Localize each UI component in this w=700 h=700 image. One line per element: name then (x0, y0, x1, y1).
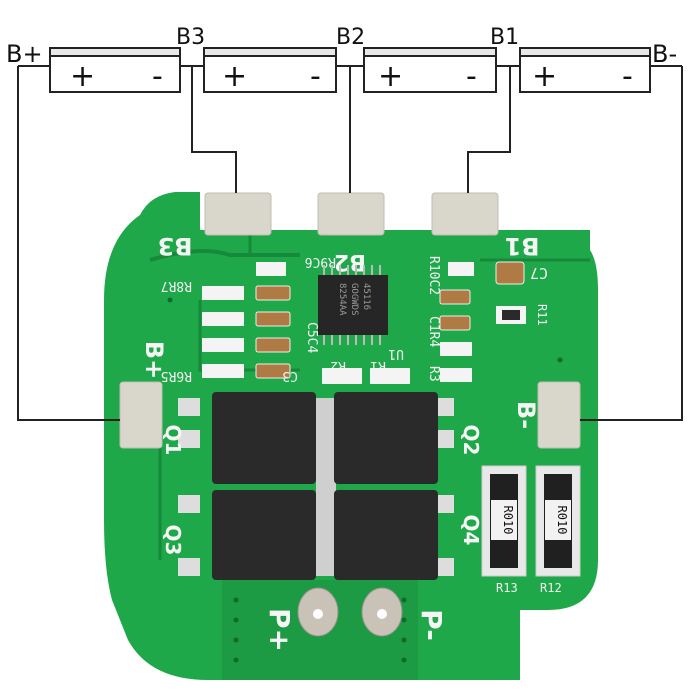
cell-3-minus: - (466, 59, 477, 94)
mosfet-q4 (334, 490, 438, 580)
pcb-vias (167, 297, 563, 663)
wire-bminus (580, 66, 683, 421)
cell-1-plus: + (70, 59, 95, 94)
wire-bplus (17, 66, 120, 421)
protection-ic (318, 265, 388, 345)
capacitor-c7 (495, 261, 525, 285)
ic-marking-3: 45116 (361, 283, 371, 310)
shunt-marking-1: R010 (501, 506, 515, 535)
smd-right (439, 261, 526, 382)
silk-r2: R2 (330, 358, 346, 373)
cell-4-plus: + (532, 59, 557, 94)
resistor (202, 286, 244, 300)
silk-r10c2: R10C2 (426, 256, 441, 295)
balance-pads (204, 192, 499, 236)
cell-2-minus: - (310, 59, 321, 94)
capacitor (255, 337, 291, 353)
cell-3-plus: + (378, 59, 403, 94)
cell-2-plus: + (222, 59, 247, 94)
pad-bplus[interactable] (119, 381, 163, 449)
silk-b2: B2 (334, 249, 366, 274)
mosfet-q3 (212, 490, 316, 580)
silk-r8r7: R8R7 (161, 278, 192, 293)
pad-b3[interactable] (204, 192, 272, 236)
silk-p-minus: P- (415, 609, 448, 641)
pad-b1[interactable] (431, 192, 499, 236)
terminal-b3: B3 (176, 25, 205, 50)
silk-b3: B3 (158, 232, 193, 260)
cell-4-minus: - (622, 59, 633, 94)
pad-b2[interactable] (317, 192, 385, 236)
pad-bminus[interactable] (537, 381, 581, 449)
resistor (202, 364, 244, 378)
resistor (256, 262, 286, 276)
mosfet-q1 (212, 392, 316, 484)
pcb-trace (149, 249, 300, 262)
mosfet-q2 (334, 392, 438, 484)
ic-marking-1: 8254AA (337, 283, 347, 316)
silk-q1: Q1 (161, 425, 185, 456)
resistor (202, 312, 244, 326)
silk-c5c4: C5C4 (304, 322, 319, 353)
silk-r6r5: R6R5 (161, 368, 192, 383)
capacitor (255, 363, 291, 379)
cell-1-minus: - (152, 59, 163, 94)
silk-r1: R1 (370, 358, 386, 373)
resistor (370, 368, 410, 384)
capacitor (255, 311, 291, 327)
terminal-b-minus: B- (652, 40, 677, 68)
resistor (202, 338, 244, 352)
ic-marking-2: GOGWDS (349, 283, 359, 316)
silk-r11: R11 (535, 304, 549, 326)
silk-r12: R12 (540, 581, 562, 595)
battery-cells (49, 47, 651, 93)
terminal-b-plus: B+ (6, 40, 43, 68)
silk-c3: C3 (282, 368, 298, 383)
shunt-marking-2: R010 (555, 506, 569, 535)
resistor (322, 368, 362, 384)
wiring (17, 65, 683, 421)
terminal-b1: B1 (490, 25, 519, 50)
silk-bplus: B+ (140, 341, 168, 379)
silk-r13: R13 (496, 581, 518, 595)
ic-body (318, 275, 388, 335)
silk-q4: Q4 (459, 515, 483, 546)
silk-u1: U1 (388, 346, 404, 361)
terminal-b2: B2 (336, 25, 365, 50)
silk-r3: R3 (426, 366, 441, 382)
smd-left (202, 262, 291, 379)
wire-b3 (191, 66, 237, 193)
wire-b1 (467, 66, 511, 193)
silk-c7: C7 (530, 264, 548, 282)
silk-r9c6: R9C6 (305, 254, 336, 269)
mosfets (178, 392, 454, 580)
silk-bminus: B- (512, 401, 540, 429)
shunt-resistors (481, 465, 581, 577)
silk-p-plus: P+ (263, 608, 296, 652)
silk-q3: Q3 (161, 525, 185, 556)
capacitor (255, 285, 291, 301)
silk-c1r4: C1R4 (426, 316, 441, 347)
silk-b1: B1 (505, 232, 540, 260)
output-pads (297, 587, 403, 637)
silk-q2: Q2 (459, 425, 483, 456)
